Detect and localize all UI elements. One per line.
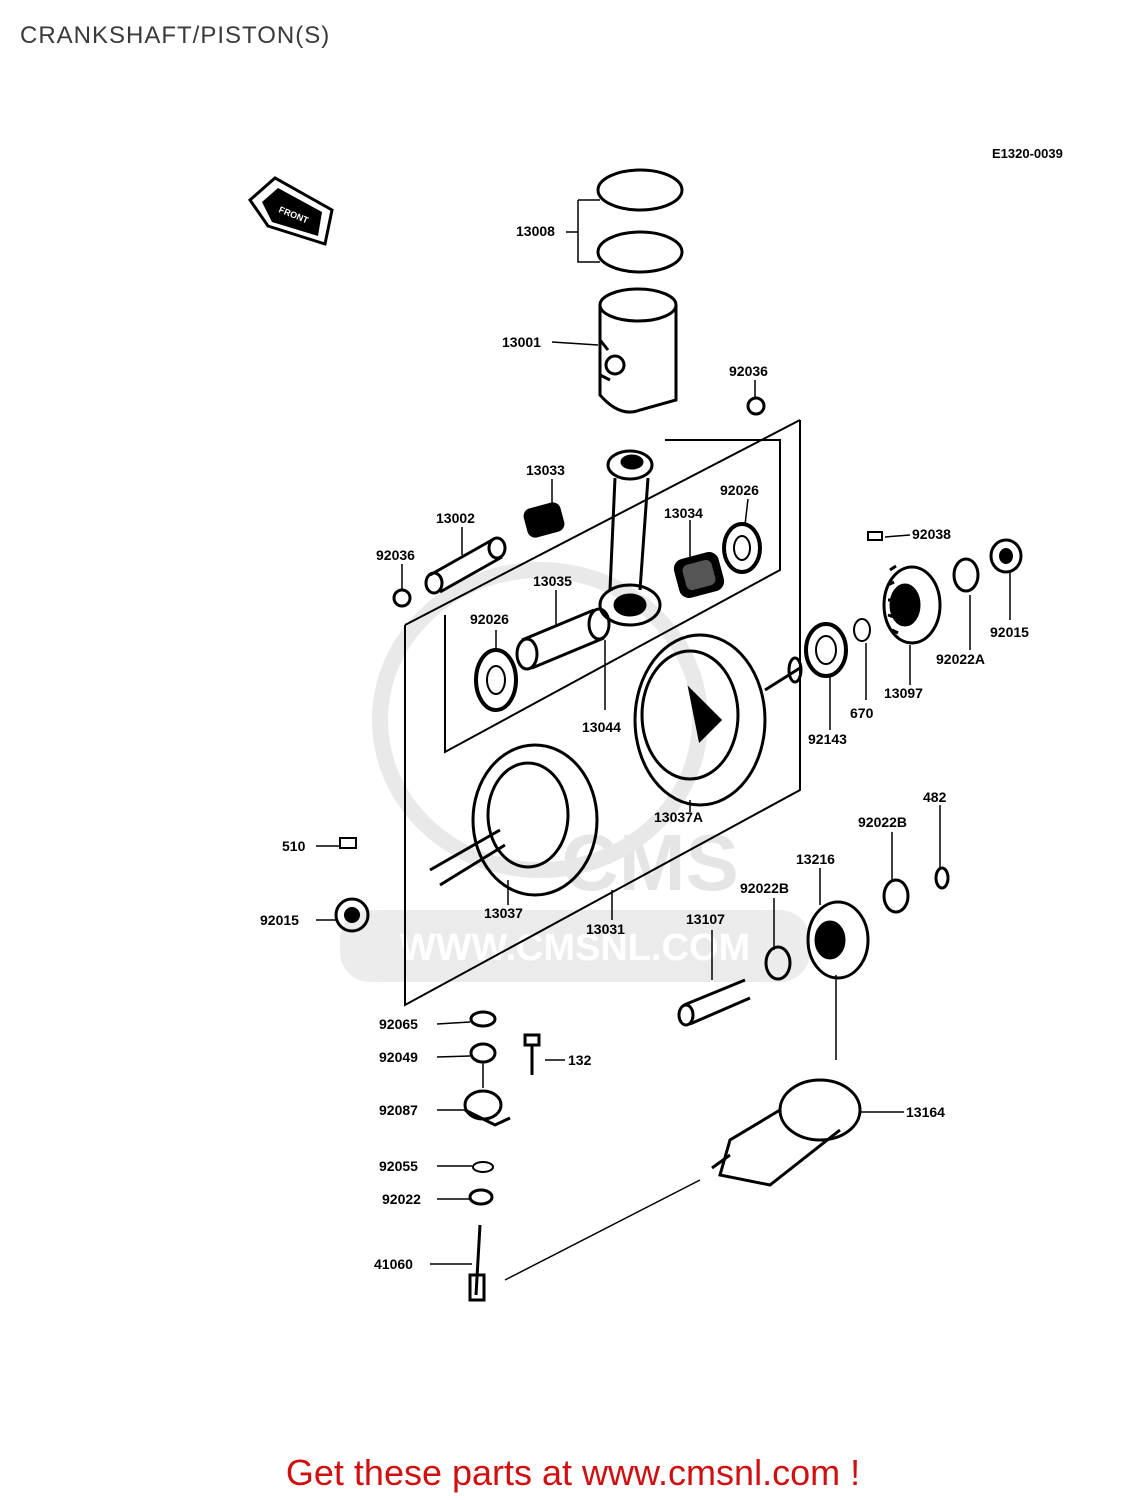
- main-bearing: [804, 622, 848, 678]
- crank-half-left: [429, 743, 599, 897]
- housing-92087: [463, 1089, 511, 1127]
- primary-gear: [882, 564, 942, 645]
- watermark: WWW.CMSNL.COM CMS: [340, 562, 810, 982]
- washer-92065: [469, 1010, 497, 1028]
- part-label: 510: [282, 838, 306, 854]
- washer-92022A: [952, 557, 980, 593]
- circlip-upper: [746, 396, 766, 416]
- circlip-482: [934, 866, 950, 890]
- balancer-shaft: [711, 1078, 862, 1187]
- page-title: CRANKSHAFT/PISTON(S): [20, 22, 331, 49]
- watermark-banner: [340, 910, 810, 982]
- washer-92022: [468, 1188, 494, 1206]
- key-510: [339, 837, 357, 849]
- part-label: 13097: [884, 685, 923, 701]
- crank-pin: [515, 607, 611, 671]
- watermark-url: WWW.CMSNL.COM: [400, 927, 750, 969]
- part-label: 92022B: [858, 814, 907, 830]
- connecting-rod: [598, 449, 662, 627]
- part-label: 92026: [470, 611, 509, 627]
- part-label: 670: [850, 705, 874, 721]
- thrust-washer-upper: [722, 522, 762, 574]
- part-label: 92036: [729, 363, 768, 379]
- part-label: 92055: [379, 1158, 418, 1174]
- assembly-outline-13044: [444, 439, 781, 754]
- part-label: 92022B: [740, 880, 789, 896]
- watermark-emblem: [372, 562, 708, 878]
- part-label: 92087: [379, 1102, 418, 1118]
- nut-upper: [989, 538, 1023, 574]
- piston-rings: [596, 168, 684, 274]
- part-label: 92026: [720, 482, 759, 498]
- part-label: 92022A: [936, 651, 985, 667]
- part-label: 13037: [484, 905, 523, 921]
- bolt-132: [523, 1033, 541, 1075]
- diagram-code: E1320-0039: [992, 146, 1063, 161]
- part-label: 92143: [808, 731, 847, 747]
- shaft-13107: [677, 978, 751, 1027]
- part-label: 13034: [664, 505, 703, 521]
- watermark-logo: CMS: [561, 818, 739, 907]
- o-ring-92055: [472, 1161, 494, 1173]
- part-label: 13107: [686, 911, 725, 927]
- crank-half-right: [633, 633, 803, 807]
- nut-lower: [334, 897, 370, 933]
- big-end-bearing: [673, 551, 725, 599]
- piston: [598, 287, 678, 414]
- part-label: 13001: [502, 334, 541, 350]
- part-label: 92022: [382, 1191, 421, 1207]
- part-label: 13037A: [654, 809, 703, 825]
- part-label: 132: [568, 1052, 592, 1068]
- part-label: 13031: [586, 921, 625, 937]
- thrust-washer-lower: [474, 648, 518, 712]
- key-92038: [867, 531, 883, 541]
- part-label: 13035: [533, 573, 572, 589]
- part-label: 92015: [990, 624, 1029, 640]
- circlip-lower: [392, 588, 412, 608]
- part-label: 13033: [526, 462, 565, 478]
- washer-92022B-left: [764, 945, 792, 981]
- part-label: 482: [923, 789, 947, 805]
- part-label: 92038: [912, 526, 951, 542]
- part-label: 92049: [379, 1049, 418, 1065]
- footer-cta[interactable]: Get these parts at www.cmsnl.com !: [285, 1452, 861, 1493]
- assembly-outline-13031: [404, 419, 801, 1007]
- piston-pin: [424, 536, 507, 595]
- part-label: 92065: [379, 1016, 418, 1032]
- small-end-bearing: [523, 502, 565, 538]
- part-label: 92036: [376, 547, 415, 563]
- o-ring-670: [853, 618, 871, 642]
- leader-lines: [316, 199, 1011, 1281]
- front-arrow-badge: FRONT: [248, 176, 334, 246]
- part-label: 13002: [436, 510, 475, 526]
- part-label: 92015: [260, 912, 299, 928]
- part-label: 13216: [796, 851, 835, 867]
- bushing-92049: [469, 1042, 497, 1064]
- part-label: 13044: [582, 719, 621, 735]
- part-label: 13008: [516, 223, 555, 239]
- washer-92022B-right: [882, 878, 910, 914]
- balancer-gear: [806, 900, 870, 980]
- gear-41060: [468, 1224, 486, 1302]
- part-label: 41060: [374, 1256, 413, 1272]
- part-labels: 13008 13001 92036 13033 92026 13002 1303…: [260, 223, 1029, 1272]
- part-label: 13164: [906, 1104, 945, 1120]
